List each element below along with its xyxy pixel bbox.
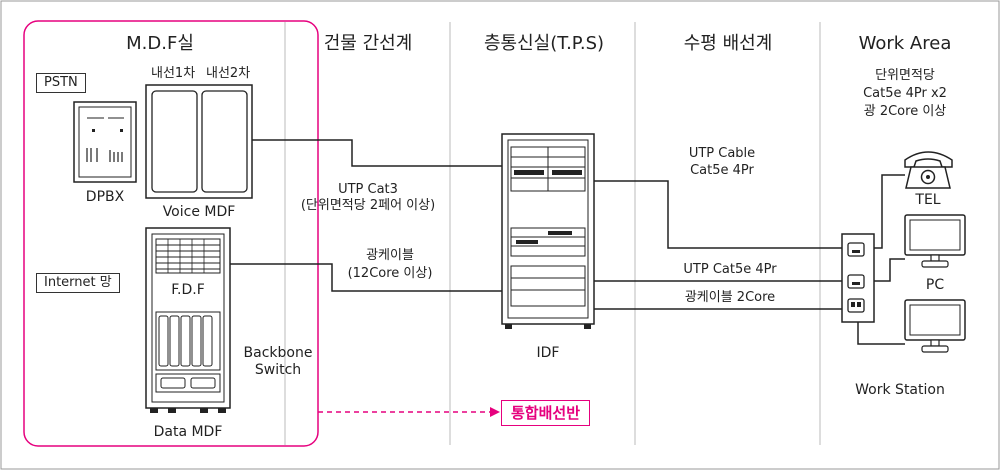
pc-label: PC (925, 277, 945, 293)
voice-mdf-device (145, 84, 253, 199)
column-header-work-area: Work Area (858, 33, 952, 54)
mdf-room-boundary (23, 20, 319, 447)
dpbx-device (73, 101, 137, 183)
workstation-monitor-icon (904, 299, 966, 353)
voice-mdf-label: Voice MDF (162, 204, 236, 220)
fiber-label-1: 광케이블 (366, 248, 414, 263)
utp-cat3-label-2: (단위면적당 2페어 이상) (300, 198, 436, 213)
idf-label: IDF (536, 345, 560, 361)
naeseon2-label: 내선2차 (206, 66, 251, 81)
utp-cat3-label-1: UTP Cat3 (338, 182, 398, 197)
pc-drop (874, 258, 905, 282)
outlet-box (841, 233, 875, 323)
backbone-label-2: Switch (254, 362, 302, 378)
utp-cable-label-1: UTP Cable (688, 146, 756, 161)
column-header-building: 건물 간선계 (323, 33, 413, 54)
data-mdf-label: Data MDF (153, 424, 223, 440)
column-header-mdf: M.D.F실 (126, 33, 194, 54)
data-mdf-rack (145, 227, 231, 413)
utp-cat3-line (252, 139, 502, 167)
telephone-icon (904, 151, 953, 189)
work-area-spec-3: 광 2Core 이상 (863, 104, 947, 119)
integrated-panel-arrow (318, 407, 500, 417)
idf-rack (501, 133, 595, 329)
utp-cable-label-2: Cat5e 4Pr (690, 163, 754, 178)
work-area-spec-1: 단위면적당 (875, 68, 935, 83)
pstn-label: PSTN (36, 73, 86, 93)
naeseon1-label: 내선1차 (151, 66, 196, 81)
fiber-label-2: (12Core 이상) (347, 266, 433, 281)
work-station-label: Work Station (855, 382, 945, 398)
column-header-tps: 층통신실(T.P.S) (483, 33, 605, 54)
utp-cat5e-label: UTP Cat5e 4Pr (683, 262, 777, 277)
pc-monitor-icon (904, 214, 966, 268)
fiber-2core-label: 광케이블 2Core (684, 290, 776, 305)
backbone-label-1: Backbone (243, 345, 313, 361)
fiber-backbone-line (230, 263, 502, 292)
fdf-label: F.D.F (167, 282, 209, 299)
tel-drop (874, 174, 905, 249)
column-header-horizontal: 수평 배선계 (683, 33, 773, 54)
internet-label: Internet 망 (36, 273, 120, 293)
work-area-spec-2: Cat5e 4Pr x2 (863, 86, 947, 101)
utp-cable-line (594, 180, 842, 249)
tel-label: TEL (915, 192, 941, 208)
dpbx-label: DPBX (85, 189, 125, 205)
integrated-panel-label: 통합배선반 (501, 400, 591, 426)
